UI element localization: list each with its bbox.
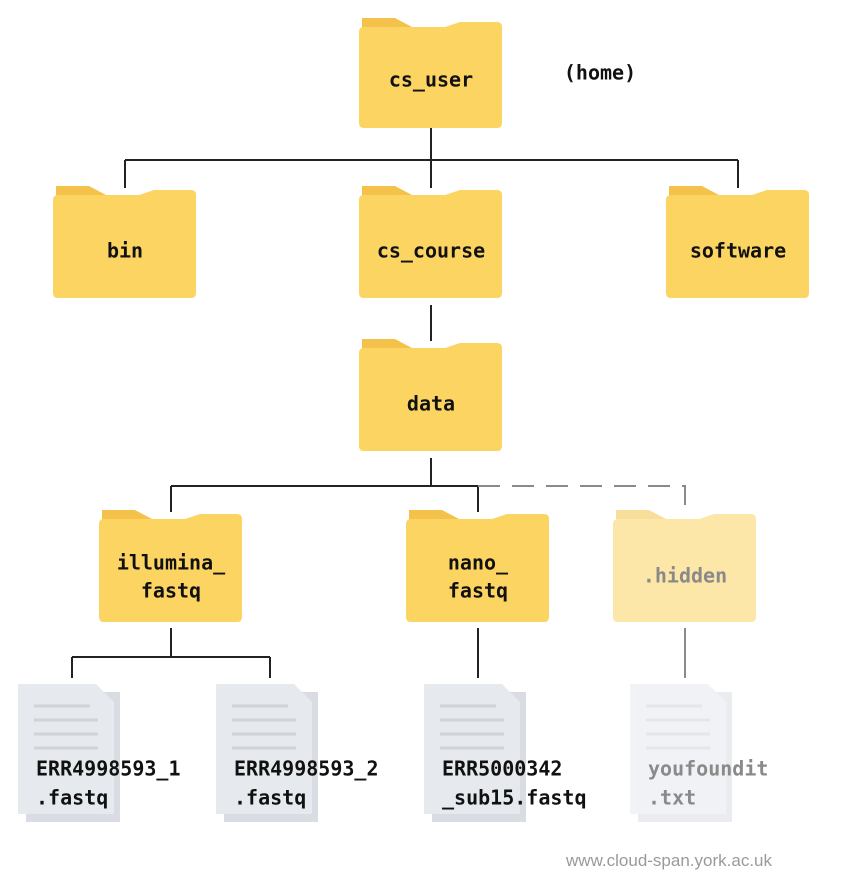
folder-nano-fastq-label-line2: fastq: [448, 579, 508, 603]
file-err4998593-2-label-line2: .fastq: [234, 786, 306, 810]
connector-root-to-level1: [124, 128, 739, 188]
folder-nano-fastq[interactable]: nano_ fastq: [406, 510, 549, 622]
connector-data-to-level3: [170, 458, 479, 512]
file-err5000342-label-line1: ERR5000342: [442, 757, 562, 781]
tree-connectors: [71, 128, 739, 678]
folder-cs-course[interactable]: cs_course: [359, 186, 502, 298]
folder-icon: [99, 510, 242, 622]
file-err4998593-2-label-line1: ERR4998593_2: [234, 757, 379, 781]
connector-data-to-hidden: [478, 485, 686, 512]
file-icon: [630, 684, 732, 822]
folder-bin-label: bin: [107, 239, 143, 263]
file-youfoundit-label-line2: .txt: [648, 786, 696, 810]
folder-illumina-fastq-label-line2: fastq: [141, 579, 201, 603]
credit-url: www.cloud-span.york.ac.uk: [565, 851, 772, 870]
folder-cs-user[interactable]: cs_user: [359, 18, 502, 128]
folder-software[interactable]: software: [666, 186, 809, 298]
file-icon: [424, 684, 526, 822]
tree-connectors-hidden: [478, 485, 686, 678]
file-youfoundit[interactable]: youfoundit .txt: [630, 684, 768, 822]
home-note: (home): [564, 61, 636, 85]
file-err5000342-label-line2: _sub15.fastq: [442, 786, 587, 810]
folder-nano-fastq-label-line1: nano_: [448, 551, 509, 575]
folder-icon: [613, 510, 756, 622]
file-err4998593-1-label-line1: ERR4998593_1: [36, 757, 181, 781]
folder-bin[interactable]: bin: [53, 186, 196, 298]
file-err4998593-2[interactable]: ERR4998593_2 .fastq: [216, 684, 379, 822]
folder-illumina-fastq[interactable]: illumina_ fastq: [99, 510, 242, 622]
folder-icon: [359, 339, 502, 451]
folder-icon: [406, 510, 549, 622]
folder-hidden[interactable]: [613, 510, 756, 622]
folder-data[interactable]: data: [359, 339, 502, 451]
folder-icon: [359, 186, 502, 298]
folder-hidden-label: .hidden: [643, 564, 727, 588]
file-err5000342-sub15[interactable]: ERR5000342 _sub15.fastq: [424, 684, 587, 822]
file-err4998593-1[interactable]: ERR4998593_1 .fastq: [18, 684, 181, 822]
folder-icon: [53, 186, 196, 298]
folder-cs-course-label: cs_course: [377, 239, 485, 263]
folder-icon: [666, 186, 809, 298]
file-icon: [216, 684, 318, 822]
folder-software-label: software: [690, 239, 786, 263]
connector-illumina-to-files: [71, 628, 271, 678]
file-icon: [18, 684, 120, 822]
folder-icon: [359, 18, 502, 128]
file-youfoundit-label-line1: youfoundit: [648, 757, 768, 781]
folder-data-label: data: [407, 392, 455, 416]
folder-illumina-fastq-label-line1: illumina_: [117, 551, 226, 575]
file-err4998593-1-label-line2: .fastq: [36, 786, 108, 810]
folder-cs-user-label: cs_user: [389, 68, 473, 92]
